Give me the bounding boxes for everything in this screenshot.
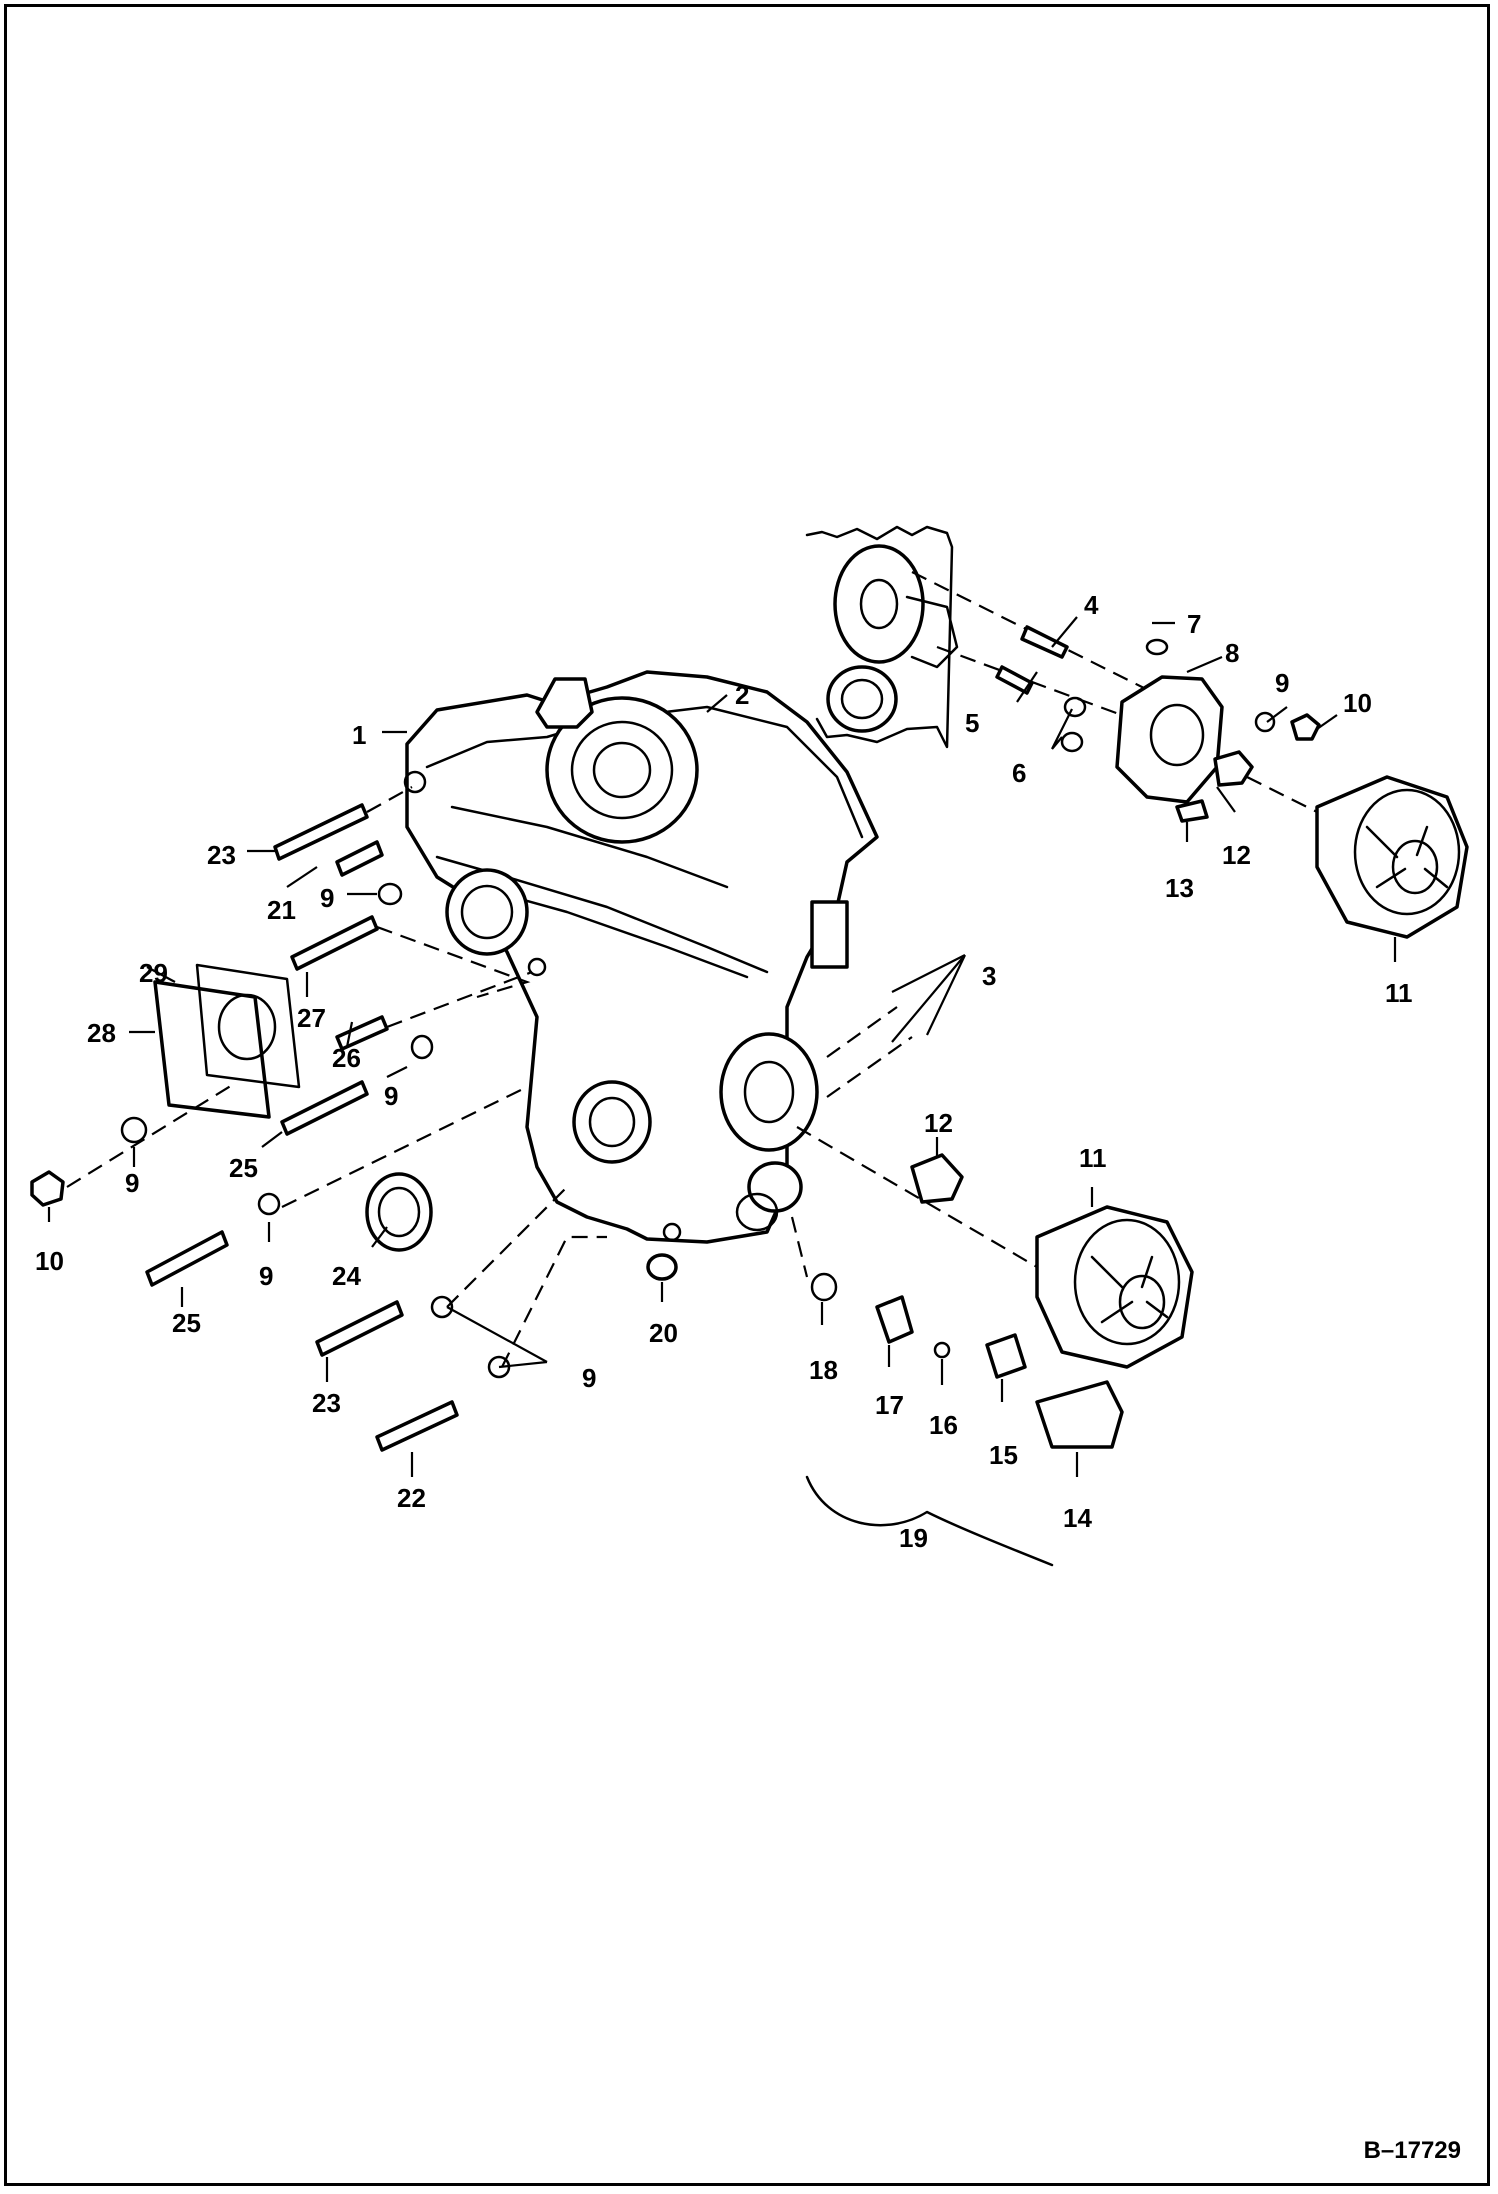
callout-22: 22 xyxy=(397,1483,426,1513)
callout-9-mid: 9 xyxy=(384,1081,398,1111)
drawing-frame: 1 2 3 4 5 6 7 8 9 10 11 12 13 12 11 23 2… xyxy=(4,4,1490,2186)
cover-plate-assembly xyxy=(153,963,301,1119)
callout-12-upper: 12 xyxy=(1222,840,1251,870)
callout-9-adapter: 9 xyxy=(1275,668,1289,698)
callout-9-lower: 9 xyxy=(582,1363,596,1393)
callout-25-upper: 25 xyxy=(229,1153,258,1183)
callout-24: 24 xyxy=(332,1261,361,1291)
callout-23-lower: 23 xyxy=(312,1388,341,1418)
callout-7: 7 xyxy=(1187,609,1201,639)
callout-25-lower: 25 xyxy=(172,1308,201,1338)
callout-5: 5 xyxy=(965,708,979,738)
callout-28: 28 xyxy=(87,1018,116,1048)
callout-9-upper: 9 xyxy=(320,883,334,913)
gear-case xyxy=(403,670,879,1244)
callout-9-lower-left: 9 xyxy=(259,1261,273,1291)
callout-13: 13 xyxy=(1165,873,1194,903)
callout-26: 26 xyxy=(332,1043,361,1073)
callout-15: 15 xyxy=(989,1440,1018,1470)
callout-labels: 1 2 3 4 5 6 7 8 9 10 11 12 13 12 11 23 2… xyxy=(35,590,1413,1553)
callout-18: 18 xyxy=(809,1355,838,1385)
callout-4: 4 xyxy=(1084,590,1099,620)
callout-29: 29 xyxy=(139,958,168,988)
engine-block-fragment xyxy=(805,525,1163,749)
callout-10-adapter: 10 xyxy=(1343,688,1372,718)
relief-valve-set xyxy=(790,1216,1124,1567)
callout-14: 14 xyxy=(1063,1503,1092,1533)
callout-10-left: 10 xyxy=(35,1246,64,1276)
callout-9-left: 9 xyxy=(125,1168,139,1198)
callout-11-upper: 11 xyxy=(1385,978,1413,1008)
alignment-lines xyxy=(66,786,913,1368)
leader-lines xyxy=(47,616,1397,1477)
callout-19: 19 xyxy=(899,1523,928,1553)
callout-6: 6 xyxy=(1012,758,1026,788)
callout-3: 3 xyxy=(982,961,996,991)
callout-2: 2 xyxy=(735,680,749,710)
callout-27: 27 xyxy=(297,1003,326,1033)
fasteners-left xyxy=(30,803,511,1452)
callout-17: 17 xyxy=(875,1390,904,1420)
callout-16: 16 xyxy=(929,1410,958,1440)
callout-11-lower: 11 xyxy=(1079,1143,1107,1173)
callout-21: 21 xyxy=(267,895,296,925)
oil-filter-upper xyxy=(1315,775,1469,939)
oil-filter-lower xyxy=(796,1126,1194,1369)
exploded-parts-diagram: 1 2 3 4 5 6 7 8 9 10 11 12 13 12 11 23 2… xyxy=(30,525,1469,1567)
callout-8: 8 xyxy=(1225,638,1239,668)
callout-20: 20 xyxy=(649,1318,678,1348)
callout-12-lower: 12 xyxy=(924,1108,953,1138)
drawing-reference-code: B–17729 xyxy=(1363,2137,1461,2164)
callout-23-upper: 23 xyxy=(207,840,236,870)
callout-1: 1 xyxy=(352,720,366,750)
filter-adapter xyxy=(995,625,1328,823)
